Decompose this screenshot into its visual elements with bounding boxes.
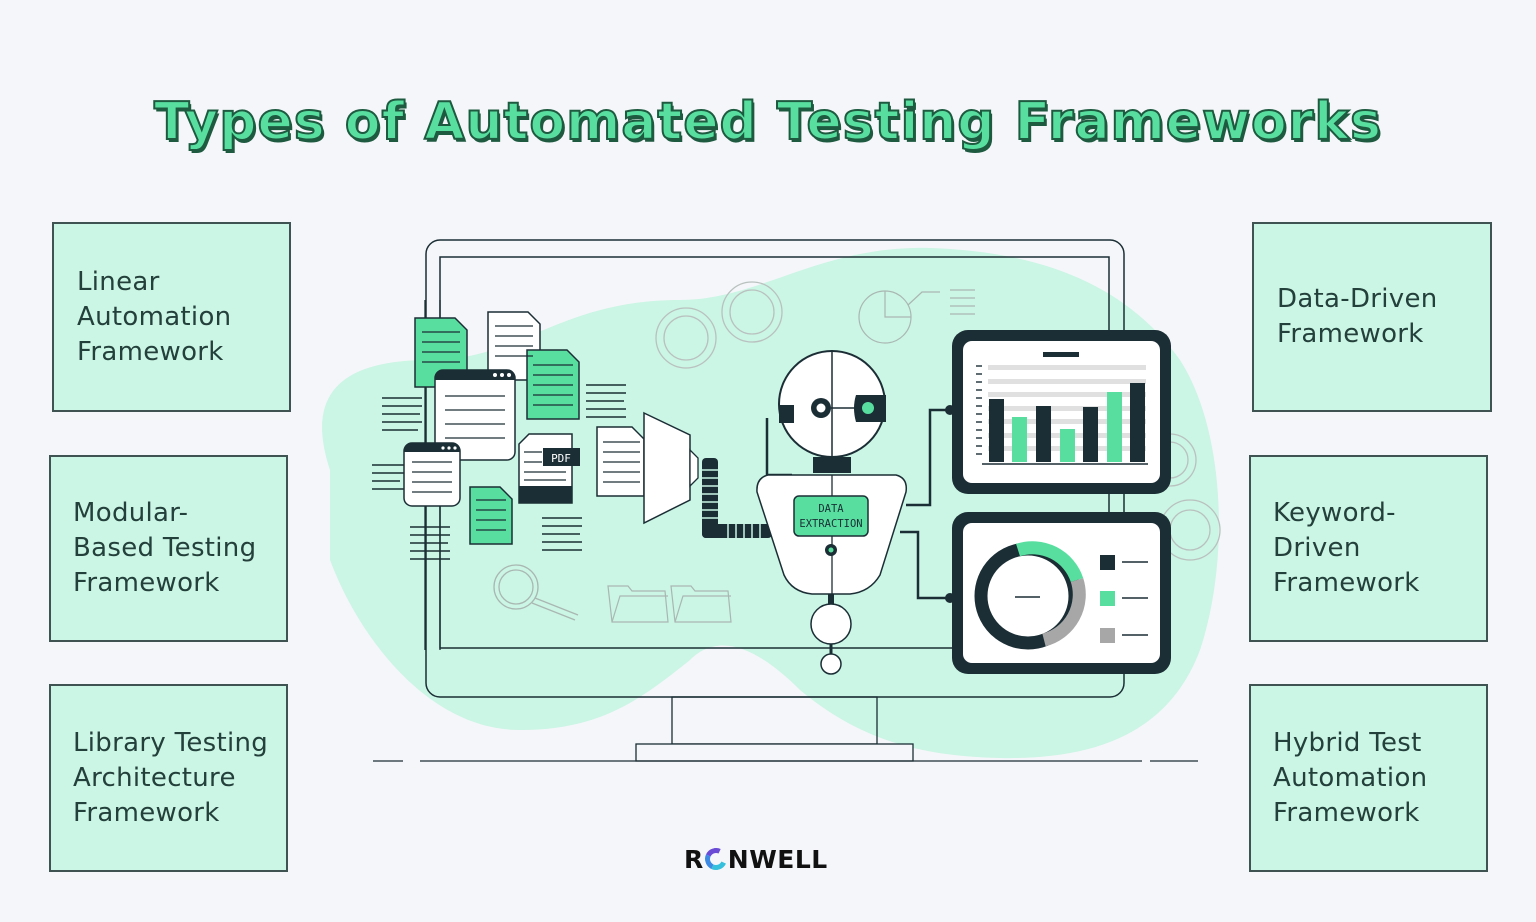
framework-label: Modular- Based Testing Framework — [73, 498, 257, 598]
funnel-icon — [643, 411, 699, 525]
framework-label: Linear Automation Framework — [77, 266, 232, 367]
magnifier-icon — [493, 564, 579, 621]
logo-text-end: NWELL — [727, 844, 828, 874]
framework-box-keyword-driven: Keyword- Driven Framework — [1249, 455, 1488, 642]
pie-chart-icon — [858, 289, 975, 344]
framework-box-modular: Modular- Based Testing Framework — [49, 455, 288, 642]
svg-text:DATA: DATA — [818, 503, 844, 515]
framework-box-library: Library Testing Architecture Framework — [49, 684, 288, 872]
browser-window-icon — [403, 369, 516, 507]
pdf-document-icon: PDF — [518, 433, 580, 504]
page-title: Types of Automated Testing Frameworks — [153, 91, 1382, 153]
donut-chart-panel — [952, 512, 1171, 674]
framework-label: Hybrid Test Automation Framework — [1273, 727, 1428, 828]
monitor-base — [635, 743, 914, 762]
logo-text-start: R — [684, 844, 704, 874]
framework-label: Library Testing Architecture Framework — [73, 727, 269, 828]
folder-icon — [607, 585, 732, 623]
framework-label: Keyword- Driven Framework — [1273, 498, 1420, 598]
bar-chart-panel — [952, 330, 1171, 494]
logo-o-icon — [701, 844, 730, 874]
framework-box-hybrid: Hybrid Test Automation Framework — [1249, 684, 1488, 872]
text-lines-decoration — [372, 384, 626, 560]
robot-icon: DATA EXTRACTION — [756, 350, 908, 675]
framework-box-data-driven: Data-Driven Framework — [1252, 222, 1492, 412]
svg-text:PDF: PDF — [551, 452, 571, 465]
ronwell-logo: R NWELL — [684, 842, 854, 876]
framework-box-linear: Linear Automation Framework — [52, 222, 291, 412]
framework-label: Data-Driven Framework — [1277, 284, 1438, 349]
svg-text:EXTRACTION: EXTRACTION — [799, 518, 862, 530]
